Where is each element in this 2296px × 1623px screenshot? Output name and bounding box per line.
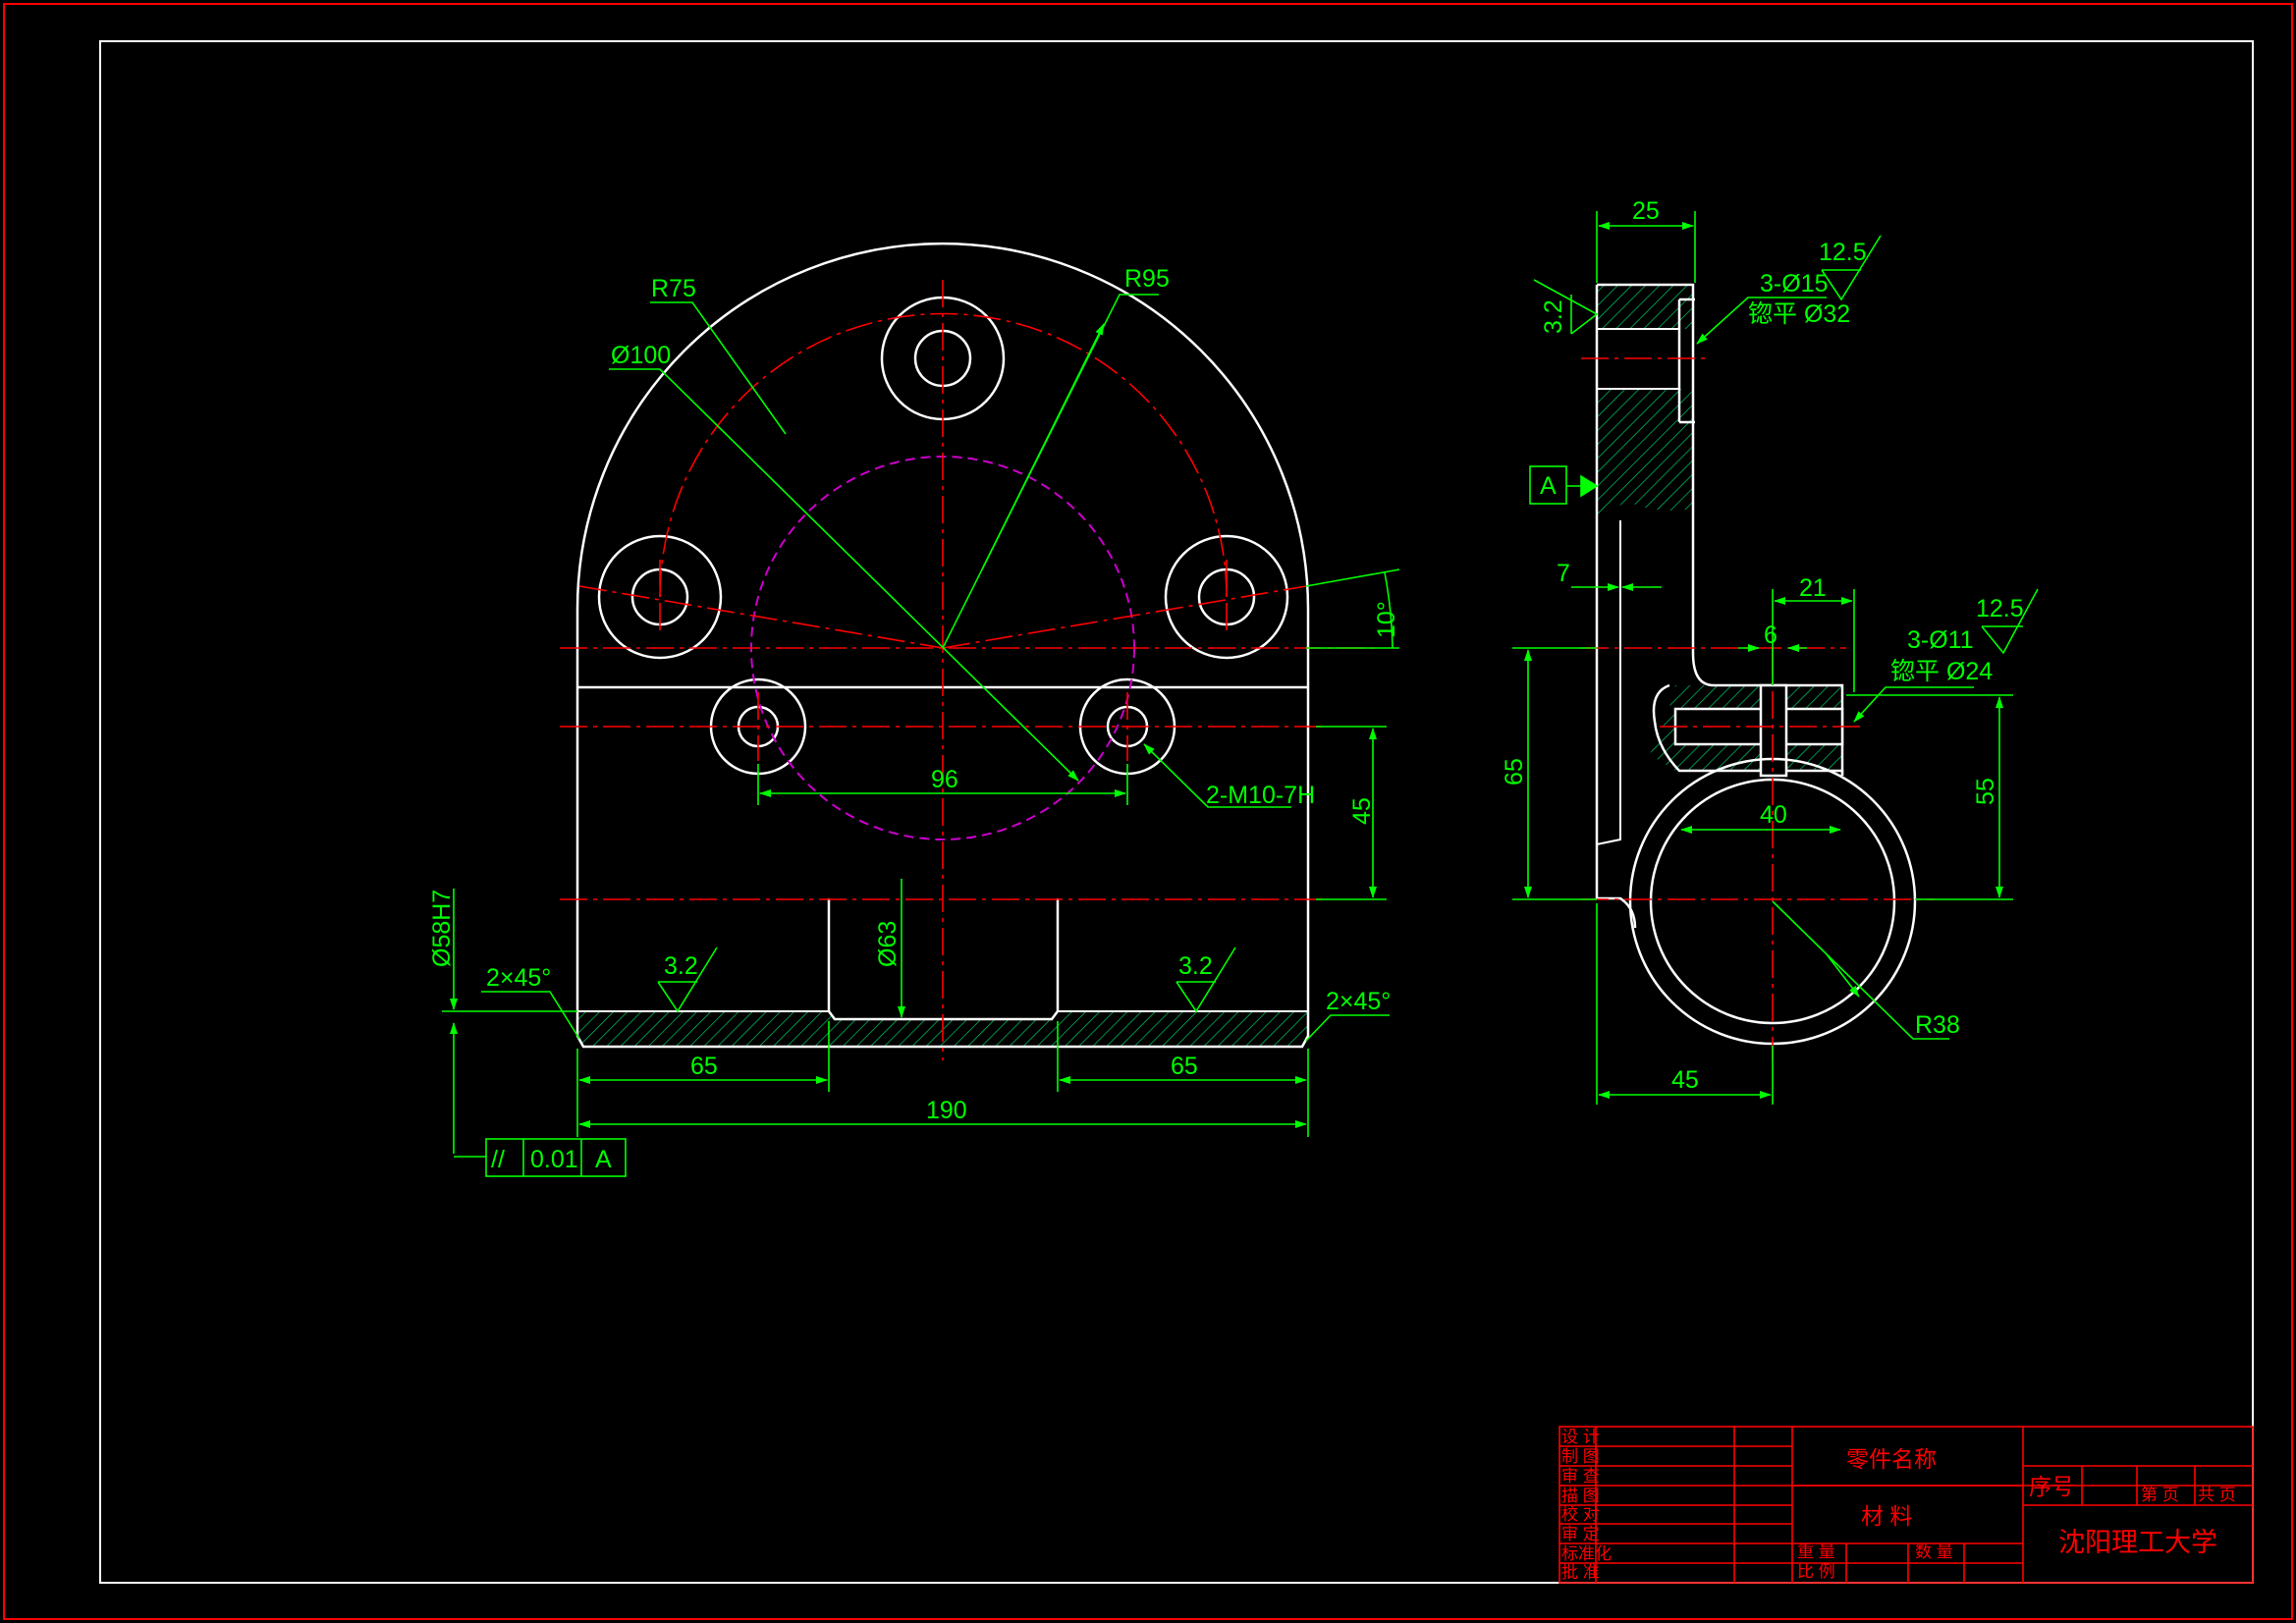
tb-weight: 重 量 <box>1797 1542 1835 1561</box>
label-holes-15: 3-Ø15 <box>1760 270 1828 298</box>
label-chamfer-left: 2×45° <box>486 964 551 992</box>
label-tol-symbol: // <box>491 1146 505 1173</box>
label-chamfer-right: 2×45° <box>1326 988 1391 1015</box>
label-d100: Ø100 <box>611 342 671 369</box>
d100-leader <box>609 368 1079 782</box>
sheet-border-outer <box>3 3 2293 1620</box>
side-view: 25 12.5 3.2 3-Ø15 锪平 Ø32 A 7 21 6 12.5 3… <box>1501 197 2039 1105</box>
angle-ext2 <box>1305 568 1400 587</box>
label-65-left: 65 <box>690 1053 718 1080</box>
roughness-right-symbol <box>1175 947 1236 1013</box>
angle-arc <box>1384 571 1394 649</box>
tb-row-label-3: 描 图 <box>1561 1487 1600 1505</box>
tb-row-label-7: 批 准 <box>1561 1563 1600 1582</box>
label-45-front: 45 <box>1348 797 1376 825</box>
label-45-side: 45 <box>1671 1066 1699 1094</box>
boss-left <box>597 534 723 660</box>
front-view: R75 Ø100 R95 10° 96 2-M10-7H 45 Ø63 Ø58H… <box>428 242 1400 1177</box>
sheet-border-inner <box>99 40 2254 1584</box>
label-7: 7 <box>1557 560 1570 587</box>
chamfer-left-leader <box>481 991 580 1040</box>
r38-leader <box>1772 900 1949 1040</box>
side-boss-outline <box>1652 683 1844 776</box>
tb-row-label-2: 审 查 <box>1561 1467 1600 1486</box>
label-55: 55 <box>1972 778 1999 805</box>
roughness-top-symbol <box>1821 235 1882 301</box>
hole11-leader <box>1853 686 1974 723</box>
tb-row-label-0: 设 计 <box>1561 1428 1600 1446</box>
title-block-text: 设 计 制 图 审 查 描 图 校 对 审 定 标准化 批 准 零件名称 材 料… <box>1561 1428 2236 1582</box>
label-12-5-top: 12.5 <box>1819 239 1867 266</box>
side-boss-through <box>1759 683 1788 778</box>
r95-arrow <box>981 323 1105 570</box>
label-65-right: 65 <box>1171 1053 1198 1080</box>
label-counterbore-32: 锪平 Ø32 <box>1748 300 1850 328</box>
label-roughness-left: 3.2 <box>664 952 698 980</box>
roughness-left-symbol <box>657 947 718 1013</box>
label-holes-11: 3-Ø11 <box>1907 626 1974 654</box>
label-tol-value: 0.01 <box>530 1146 578 1173</box>
front-outline <box>575 242 1310 1049</box>
side-hatch-mid <box>1597 389 1693 520</box>
tb-row-label-5: 审 定 <box>1561 1525 1600 1543</box>
label-12-5-mid: 12.5 <box>1976 595 2024 622</box>
hole15-leader <box>1696 297 1827 345</box>
label-r95: R95 <box>1124 265 1170 293</box>
m10-leader <box>1143 743 1291 808</box>
label-65-side: 65 <box>1501 758 1528 785</box>
side-inner-edge <box>1596 520 1622 845</box>
label-r38: R38 <box>1915 1011 1960 1039</box>
tb-material: 材 料 <box>1861 1503 1912 1529</box>
r38-arrow <box>1826 953 1860 998</box>
label-datum: A <box>1540 472 1557 500</box>
side-outline <box>1595 283 1844 929</box>
centerline-angle-right <box>942 585 1307 649</box>
tb-quantity: 数 量 <box>1915 1542 1953 1561</box>
label-40: 40 <box>1760 801 1787 829</box>
bore-slot <box>827 898 1060 1021</box>
tb-row-label-6: 标准化 <box>1561 1544 1612 1563</box>
roughness-mid-symbol <box>1981 588 2039 655</box>
label-96: 96 <box>931 766 958 793</box>
tolerance-frame <box>485 1138 627 1177</box>
boss-right <box>1164 534 1289 660</box>
side-hatch-top <box>1597 285 1693 329</box>
label-r75: R75 <box>651 275 696 302</box>
tb-part-name: 零件名称 <box>1846 1446 1937 1472</box>
tb-sheet-total: 共 页 <box>2198 1486 2236 1504</box>
label-angle: 10° <box>1373 601 1400 638</box>
title-block <box>1558 1426 2254 1584</box>
label-d63: Ø63 <box>874 921 902 967</box>
chamfer-right-leader <box>1305 1014 1390 1042</box>
tb-serial-no: 序号 <box>2029 1474 2074 1499</box>
label-counterbore-24: 锪平 Ø24 <box>1890 658 1993 685</box>
roughness-top-side-symbol <box>1533 279 1599 335</box>
datum-triangle <box>1580 474 1599 498</box>
label-roughness-right: 3.2 <box>1178 952 1213 980</box>
label-6: 6 <box>1764 622 1777 649</box>
label-d58h7: Ø58H7 <box>428 890 456 967</box>
r75-leader <box>650 301 787 435</box>
tb-sheet-page: 第 页 <box>2141 1486 2179 1504</box>
tb-row-label-4: 校 对 <box>1561 1505 1600 1524</box>
label-25: 25 <box>1632 197 1660 225</box>
label-21: 21 <box>1799 574 1827 602</box>
label-3-2-side: 3.2 <box>1540 299 1567 334</box>
label-tol-datum: A <box>595 1146 612 1173</box>
centerline-angle-left <box>578 585 944 649</box>
label-190: 190 <box>926 1097 967 1124</box>
label-thread: 2-M10-7H <box>1206 782 1315 809</box>
tb-scale: 比 例 <box>1797 1562 1835 1581</box>
datum-box <box>1529 465 1567 505</box>
tb-university: 沈阳理工大学 <box>2058 1528 2217 1557</box>
tb-row-label-1: 制 图 <box>1561 1447 1600 1466</box>
